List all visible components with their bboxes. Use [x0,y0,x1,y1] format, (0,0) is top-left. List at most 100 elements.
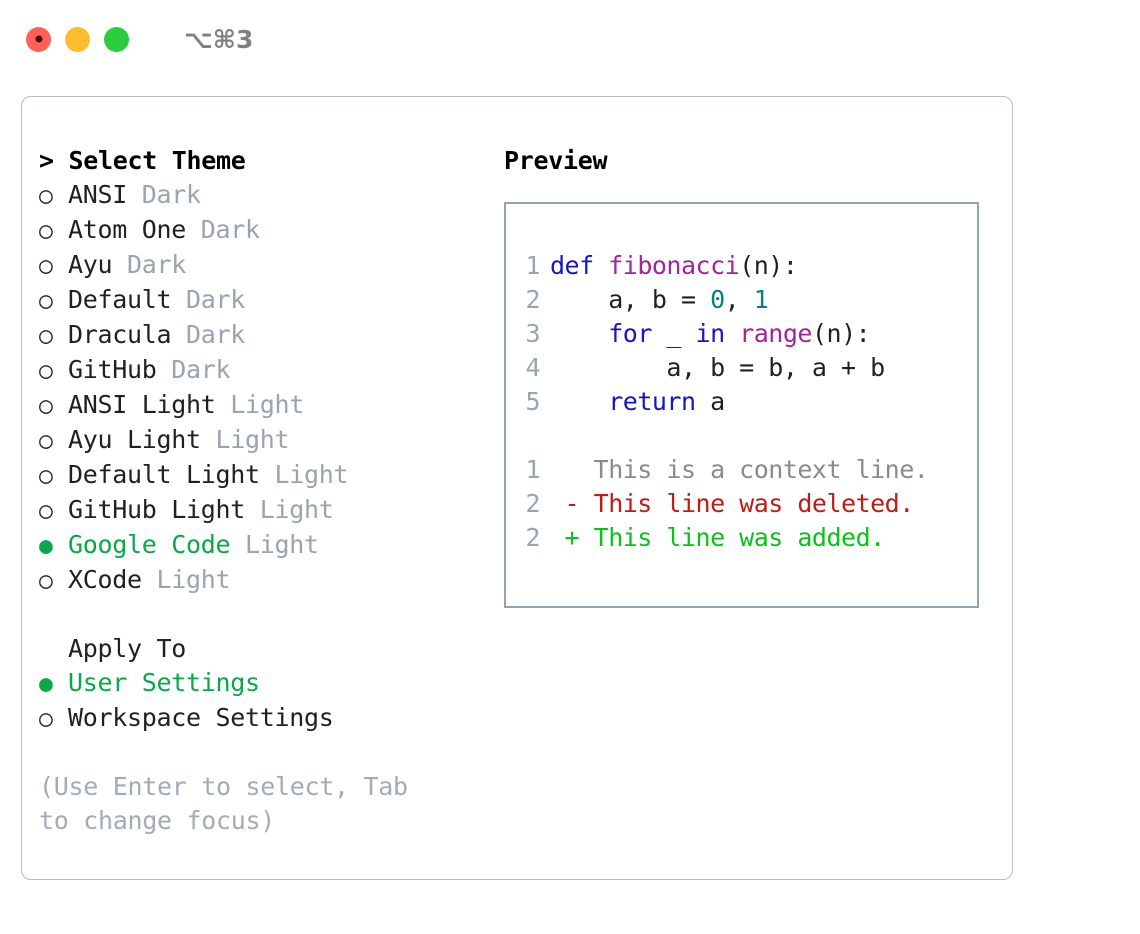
token-num: 0 [710,285,725,314]
theme-option-ansi[interactable]: ○ANSI Dark [39,178,482,213]
radio-unselected-icon: ○ [39,706,53,732]
theme-option-ansi-light[interactable]: ○ANSI Light Light [39,388,482,423]
code-line: 4 a, b = b, a + b [506,351,977,385]
theme-selector-panel: > Select Theme ○ANSI Dark○Atom One Dark○… [21,96,1013,880]
option-suffix: Light [200,425,290,454]
option-label: GitHub [68,355,157,384]
keyboard-shortcut-label: ⌥⌘3 [184,24,254,54]
section-spacer [39,598,482,632]
code-line: 5 return a [506,385,977,419]
code-text: def fibonacci(n): [550,249,798,283]
code-line: 2 a, b = 0, 1 [506,283,977,317]
token-pl: _ [651,319,696,348]
token-del: - This line was deleted. [550,489,915,518]
option-label: XCode [68,565,142,594]
theme-option-google-code[interactable]: ●Google Code Light [39,528,482,563]
code-text: - This line was deleted. [550,487,915,521]
token-pl: a [695,387,725,416]
radio-unselected-icon: ○ [39,498,53,524]
token-pl [550,387,608,416]
code-diff-spacer [506,419,977,453]
theme-option-ayu[interactable]: ○Ayu Dark [39,248,482,283]
token-ctx: This is a context line. [550,455,929,484]
line-number: 4 [525,353,540,382]
theme-option-dracula[interactable]: ○Dracula Dark [39,318,482,353]
theme-option-default-light[interactable]: ○ Default Light Light [39,458,482,493]
radio-unselected-icon: ○ [39,428,53,454]
radio-unselected-icon: ○ [39,393,53,419]
token-pl: a, b = b, a + b [550,353,885,382]
line-number: 2 [525,285,540,314]
option-label: Workspace Settings [68,703,334,732]
token-kw: for [608,319,652,348]
radio-unselected-icon: ○ [39,463,53,489]
line-number: 3 [525,319,540,348]
radio-unselected-icon: ○ [39,288,53,314]
apply-option-user-settings[interactable]: ●User Settings [39,666,482,701]
code-text: This is a context line. [550,453,929,487]
zoom-button[interactable] [104,26,129,52]
option-label: Default Light [68,460,260,489]
close-button[interactable] [26,26,51,52]
radio-selected-icon: ● [39,533,53,559]
theme-option-github-light[interactable]: ○ GitHub Light Light [39,493,482,528]
code-text: + This line was added. [550,521,886,555]
token-pl [550,319,608,348]
option-label: User Settings [68,668,260,697]
option-suffix: Light [259,460,349,489]
line-number: 1 [525,251,540,280]
line-number: 2 [525,523,540,552]
option-suffix: Dark [127,180,201,209]
option-label: Default [68,285,172,314]
code-text: return a [550,385,725,419]
apply-to-heading: Apply To [68,634,187,663]
token-pl: , [724,285,754,314]
option-label: GitHub Light [68,495,246,524]
diff-sample: 1 This is a context line.2 - This line w… [506,453,977,555]
token-add: + This line was added. [550,523,886,552]
token-kw: return [608,387,696,416]
token-kw: in [695,319,726,348]
option-label: Atom One [68,215,187,244]
theme-option-list: ○ANSI Dark○Atom One Dark○Ayu Dark○Defaul… [39,178,482,598]
option-label: ANSI Light [68,390,216,419]
preview-heading: Preview [504,146,608,175]
code-text: for _ in range(n): [550,317,870,351]
radio-unselected-icon: ○ [39,218,53,244]
radio-unselected-icon: ○ [39,323,53,349]
diff-line: 2 - This line was deleted. [506,487,977,521]
option-label: ANSI [68,180,128,209]
option-suffix: Dark [156,355,231,384]
theme-option-default[interactable]: ○Default Dark [39,283,482,318]
option-suffix: Dark [112,250,187,279]
radio-unselected-icon: ○ [39,568,53,594]
option-suffix: Light [141,565,231,594]
apply-option-workspace-settings[interactable]: ○ Workspace Settings [39,701,482,736]
token-pl: (n): [739,251,798,280]
line-number: 2 [525,489,540,518]
option-label: Dracula [68,320,172,349]
theme-option-ayu-light[interactable]: ○ Ayu Light Light [39,423,482,458]
theme-option-atom-one[interactable]: ○Atom One Dark [39,213,482,248]
title-bar: ⌥⌘3 [0,0,1140,78]
apply-to-option-list: ●User Settings ○ Workspace Settings [39,666,482,736]
radio-unselected-icon: ○ [39,358,53,384]
token-pl [725,319,740,348]
option-suffix: Light [245,495,334,524]
token-num: 1 [753,285,769,314]
left-column: > Select Theme ○ANSI Dark○Atom One Dark○… [22,97,482,879]
theme-option-xcode[interactable]: ○ XCode Light [39,563,482,598]
option-label: Ayu Light [68,425,201,454]
select-theme-heading: > Select Theme [39,146,246,175]
minimize-button[interactable] [65,26,90,52]
window-controls [26,26,129,52]
token-pl: (n): [811,319,871,348]
code-line: 3 for _ in range(n): [506,317,977,351]
theme-option-github[interactable]: ○ GitHub Dark [39,353,482,388]
code-text: a, b = b, a + b [550,351,885,385]
diff-line: 1 This is a context line. [506,453,977,487]
